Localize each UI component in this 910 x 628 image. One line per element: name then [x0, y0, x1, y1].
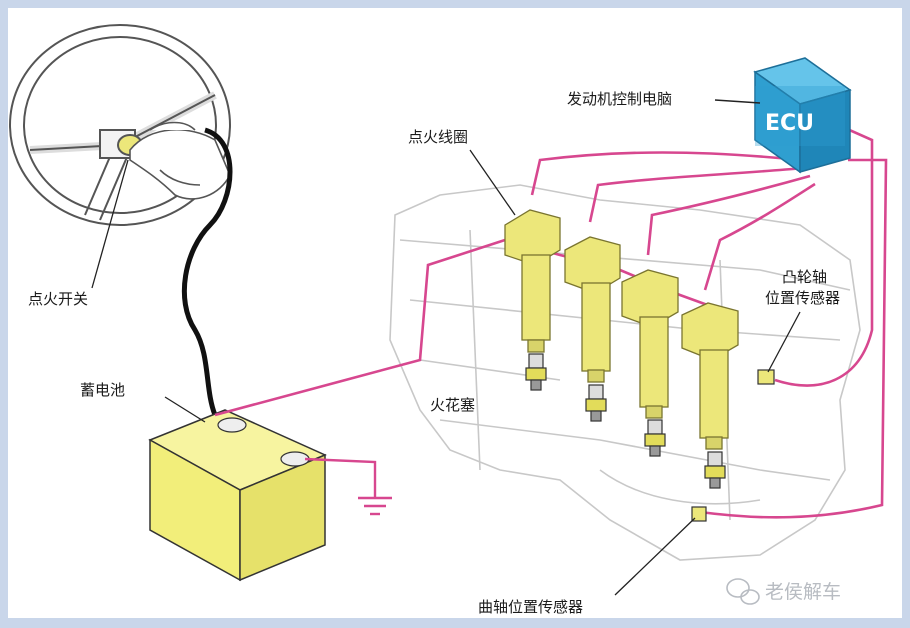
wechat-icon: [726, 578, 760, 605]
battery-negative-terminal: [280, 451, 310, 467]
left-frame-edge: [0, 0, 8, 628]
ignition-coil-4: [681, 302, 739, 450]
top-frame-edge: [0, 0, 910, 8]
crankshaft-sensor-label: 曲轴位置传感器: [478, 598, 583, 616]
bottom-frame-edge: [0, 618, 910, 628]
ignition-coil-label: 点火线圈: [408, 128, 468, 146]
ignition-coil-2: [564, 236, 621, 383]
battery-label: 蓄电池: [80, 381, 125, 399]
spark-plug-1: [525, 353, 547, 391]
watermark: 老侯解车: [726, 578, 841, 605]
spark-plug-4: [704, 451, 726, 489]
ecu-label-leader: [714, 99, 761, 104]
crankshaft-sensor: [691, 506, 707, 522]
camshaft-sensor-label-line2: 位置传感器: [765, 289, 840, 307]
ecu-box-label: ECU: [765, 111, 814, 136]
engine-block: [389, 184, 861, 561]
camshaft-sensor: [757, 369, 775, 385]
watermark-text: 老侯解车: [765, 581, 841, 603]
spark-plug-2: [585, 384, 607, 422]
leader-lines: [91, 149, 801, 596]
ignition-coil-1: [504, 209, 561, 353]
battery-positive-terminal: [217, 417, 247, 433]
ignition-switch-wire: [181, 127, 233, 416]
hand: [129, 121, 231, 200]
right-frame-edge: [902, 0, 910, 628]
ignition-switch-label: 点火开关: [28, 290, 88, 308]
spark-plug-label: 火花塞: [430, 396, 475, 414]
ignition-coils: [504, 209, 739, 450]
camshaft-sensor-label-line1: 凸轮轴: [782, 268, 827, 286]
spark-plug-3: [644, 419, 666, 457]
spark-plugs: [525, 353, 726, 489]
ecu-unit: ECU: [753, 57, 852, 174]
ground-symbol: [304, 457, 392, 516]
battery: [148, 409, 327, 582]
ignition-coil-3: [621, 269, 679, 419]
ecu-label: 发动机控制电脑: [567, 90, 672, 108]
